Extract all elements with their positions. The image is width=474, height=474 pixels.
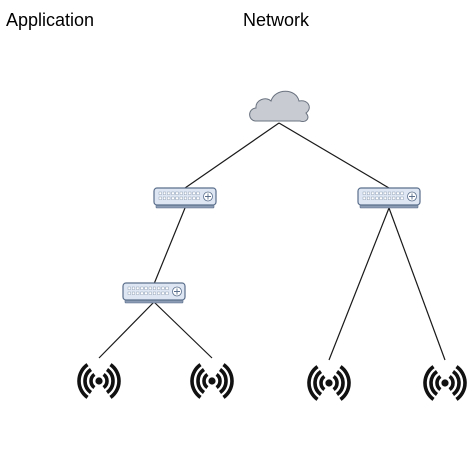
link-switch-left-to-switch-lower <box>153 207 186 285</box>
link-switch-right-to-ap-4 <box>388 207 446 361</box>
application-label: Application <box>6 10 95 30</box>
wireless-access-point-icon <box>77 363 121 399</box>
cloud-icon <box>249 90 310 122</box>
link-switch-lower-to-ap-1 <box>98 301 155 359</box>
link-switch-right-to-ap-3 <box>328 207 390 361</box>
link-cloud-to-switch-left <box>184 122 280 189</box>
link-switch-lower-to-ap-2 <box>153 301 213 359</box>
network-switch-icon <box>153 187 217 209</box>
network-label: Network <box>243 10 310 30</box>
wireless-access-point-icon <box>190 363 234 399</box>
link-cloud-to-switch-right <box>278 122 390 189</box>
network-switch-icon <box>122 282 186 304</box>
wireless-access-point-icon <box>423 365 467 401</box>
wireless-access-point-icon <box>307 365 351 401</box>
network-switch-icon <box>357 187 421 209</box>
